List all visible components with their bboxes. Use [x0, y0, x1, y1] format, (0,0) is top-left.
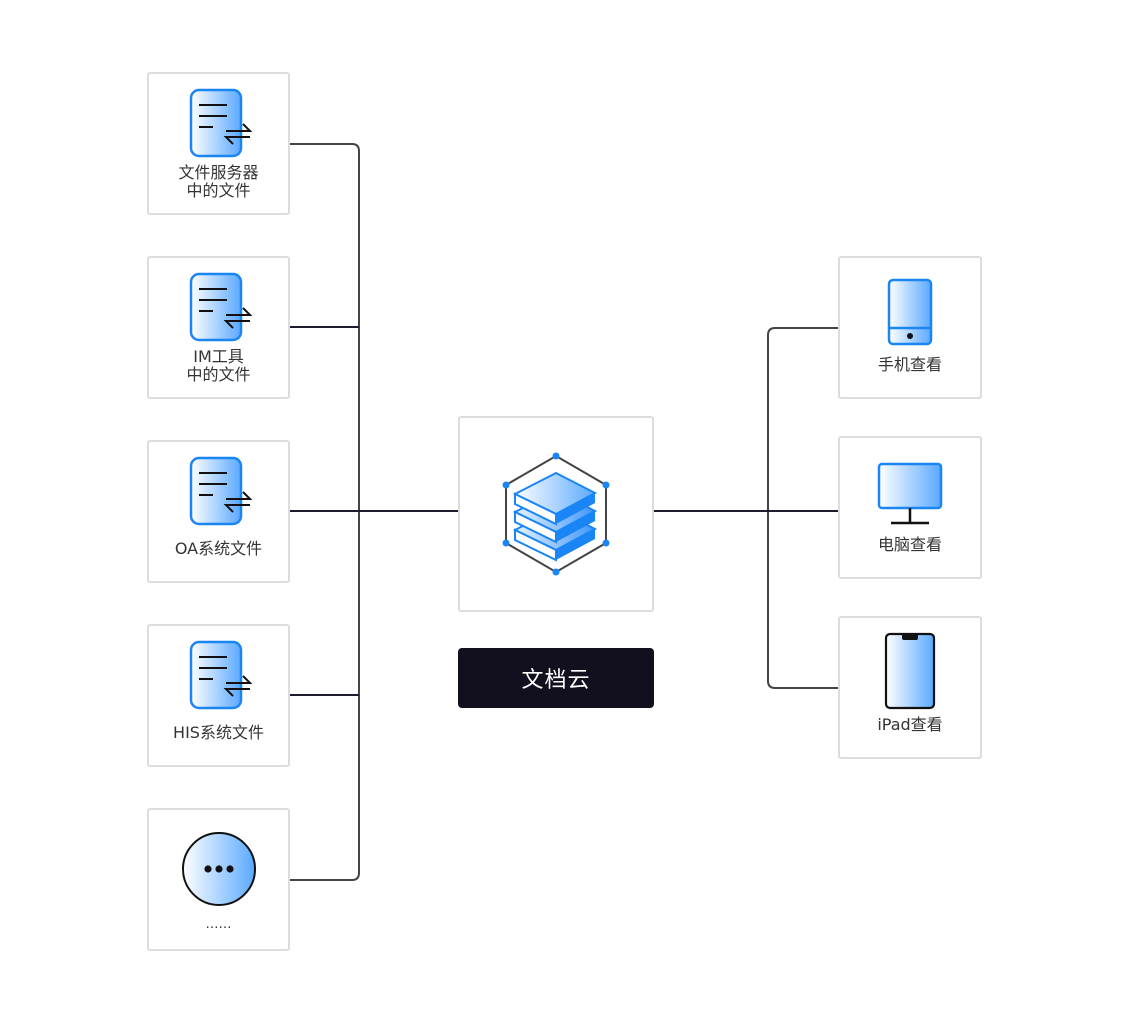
- phone-icon: [887, 278, 933, 350]
- layers-hexagon-icon: [500, 452, 612, 580]
- file-transfer-icon: [183, 455, 255, 531]
- tablet-icon: [884, 632, 936, 714]
- source-card-more[interactable]: ……: [147, 808, 290, 951]
- target-card-computer[interactable]: 电脑查看: [838, 436, 982, 579]
- source-card-his-system[interactable]: HIS系统文件: [147, 624, 290, 767]
- target-label: iPad查看: [877, 715, 943, 734]
- source-card-oa-system[interactable]: OA系统文件: [147, 440, 290, 583]
- target-card-phone[interactable]: 手机查看: [838, 256, 982, 399]
- file-transfer-icon: [183, 87, 255, 163]
- source-label: IM工具 中的文件: [186, 347, 251, 384]
- source-label: ……: [205, 917, 232, 932]
- source-card-file-server[interactable]: 文件服务器 中的文件: [147, 72, 290, 215]
- source-label: HIS系统文件: [173, 723, 264, 742]
- file-transfer-icon: [183, 271, 255, 347]
- source-card-im-tool[interactable]: IM工具 中的文件: [147, 256, 290, 399]
- source-label: 文件服务器 中的文件: [178, 163, 259, 200]
- more-icon: [181, 831, 257, 911]
- target-label: 手机查看: [877, 355, 942, 374]
- hub-title: 文档云: [458, 648, 654, 708]
- target-label: 电脑查看: [877, 535, 942, 554]
- hub-card[interactable]: [458, 416, 654, 612]
- target-card-ipad[interactable]: iPad查看: [838, 616, 982, 759]
- monitor-icon: [877, 462, 943, 530]
- file-transfer-icon: [183, 639, 255, 715]
- source-label: OA系统文件: [174, 539, 263, 558]
- connector-targets: [767, 327, 838, 689]
